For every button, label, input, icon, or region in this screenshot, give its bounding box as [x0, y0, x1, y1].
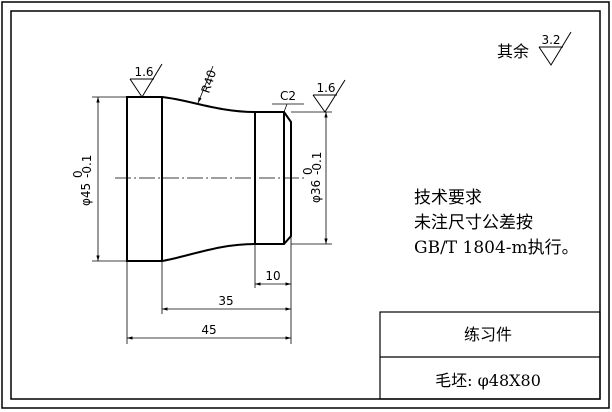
- dim-45-label: 45: [201, 323, 216, 337]
- dia-left-upper: 0: [71, 170, 85, 178]
- technical-requirements: 技术要求 未注尺寸公差按 GB/T 1804-m执行。: [414, 188, 579, 258]
- roughness-symbol-left: [129, 63, 163, 98]
- roughness-other-label: 其余: [497, 42, 529, 61]
- roughness-right-value: 1.6: [316, 81, 335, 95]
- title-block: 练习件 毛坯: φ48X80: [379, 311, 601, 400]
- part-outline: [126, 96, 292, 262]
- dim-dia-left: φ45 0 -0.1: [71, 96, 127, 262]
- dim-dia-right: φ36 0 -0.1: [291, 111, 332, 245]
- dim-35-label: 35: [218, 294, 233, 308]
- tech-heading: 技术要求: [414, 188, 482, 208]
- dim-lengths: [126, 236, 292, 344]
- dia-right-lower: -0.1: [310, 152, 324, 175]
- roughness-left-value: 1.6: [134, 65, 153, 79]
- dim-10-label: 10: [265, 269, 280, 283]
- radius-label: R40: [199, 68, 220, 95]
- roughness-symbol-right: [312, 79, 346, 113]
- chamfer-leader: C2: [272, 89, 304, 113]
- dia-right-upper: 0: [301, 167, 315, 175]
- tech-line-1: 未注尺寸公差按: [414, 213, 533, 233]
- chamfer-label: C2: [280, 89, 296, 103]
- roughness-other-value: 3.2: [541, 33, 560, 47]
- radius-leader: R40: [197, 65, 220, 104]
- dia-right-label: φ36: [309, 180, 323, 203]
- blank-size: 毛坯: φ48X80: [435, 371, 541, 390]
- dia-left-label: φ45: [79, 183, 93, 206]
- part-name: 练习件: [464, 325, 512, 344]
- tech-line-2: GB/T 1804-m执行。: [414, 238, 579, 258]
- dia-left-lower: -0.1: [80, 155, 94, 178]
- roughness-symbol-other: [538, 31, 572, 66]
- inner-border: [10, 10, 601, 400]
